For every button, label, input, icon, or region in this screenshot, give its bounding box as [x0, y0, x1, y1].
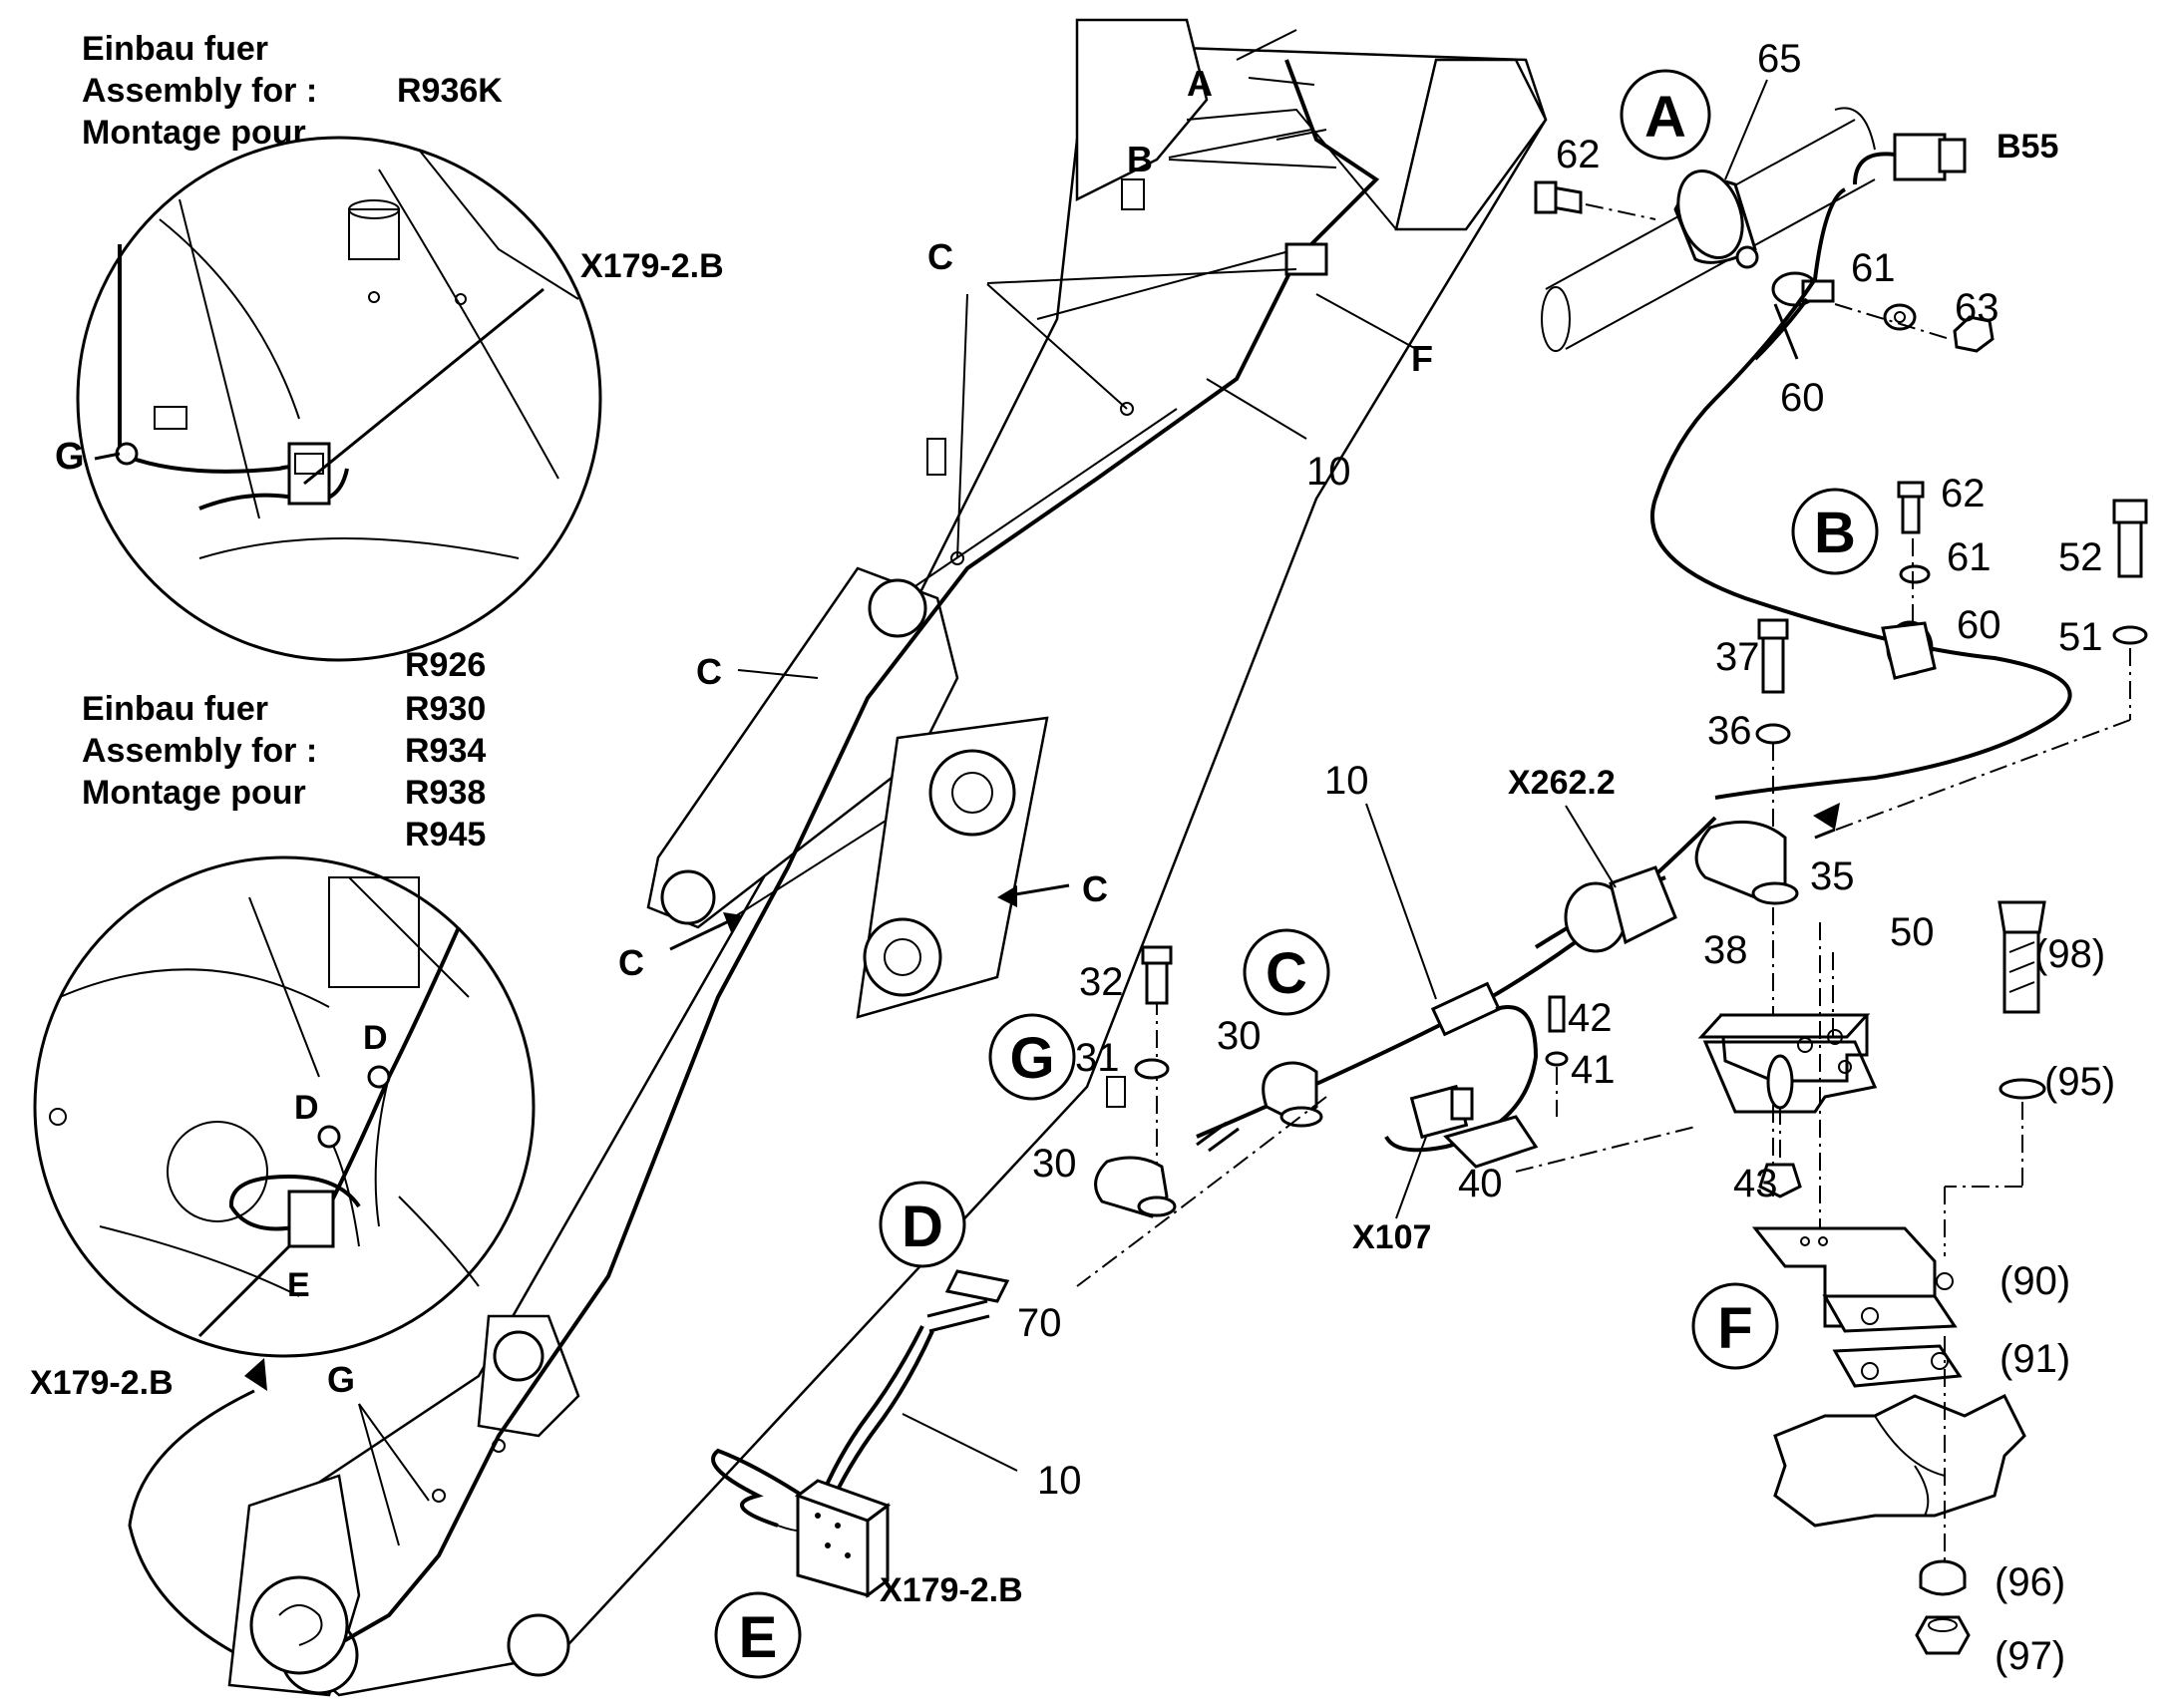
header-model-5: R945	[405, 816, 486, 854]
detail-letter-f: F	[1717, 1296, 1752, 1361]
part-32: 32	[1079, 960, 1124, 1004]
detail-circle-e	[714, 1591, 802, 1679]
part-98: (98)	[2034, 932, 2105, 976]
detail-circle-c	[1243, 928, 1330, 1016]
header-line-3: Montage pour	[82, 114, 306, 152]
part-62b: 62	[1941, 472, 1986, 515]
inset-label-d1: D	[363, 1019, 388, 1057]
boom-label-b: B	[1127, 139, 1153, 179]
detail-d-e	[711, 1269, 1018, 1598]
detail-letter-d: D	[902, 1195, 943, 1259]
boom-label-c3: C	[1082, 868, 1108, 909]
part-65: 65	[1757, 37, 1802, 81]
part-60a: 60	[1780, 376, 1825, 420]
part-90: (90)	[1999, 1259, 2070, 1303]
part-70: 70	[1017, 1301, 1062, 1345]
ref-x179-bottom: X179-2.B	[30, 1364, 174, 1402]
header-multi-line-3: Montage pour	[82, 774, 306, 812]
part-50: 50	[1890, 910, 1935, 954]
detail-circle-d	[879, 1181, 966, 1268]
header-model-1: R926	[405, 646, 486, 684]
detail-circle-g	[988, 1013, 1076, 1101]
boom-label-c4: C	[618, 942, 644, 983]
part-52: 52	[2058, 535, 2103, 579]
detail-letter-a: A	[1644, 85, 1686, 150]
part-62a: 62	[1556, 133, 1601, 176]
part-43: 43	[1733, 1162, 1778, 1205]
boom-label-f: F	[1411, 338, 1433, 379]
detail-circle-a	[1620, 69, 1711, 161]
header-r936k: Einbau fuer Assembly for : Montage pour …	[82, 30, 503, 152]
inset-label-g: G	[55, 436, 85, 478]
part-40: 40	[1458, 1162, 1503, 1205]
part-63: 63	[1955, 286, 1999, 330]
part-97: (97)	[1995, 1634, 2065, 1678]
ref-x179-top: X179-2.B	[580, 247, 724, 285]
header-line-1: Einbau fuer	[82, 30, 268, 68]
part-30a: 30	[1217, 1014, 1262, 1058]
part-96: (96)	[1995, 1560, 2065, 1604]
detail-f	[1751, 900, 2046, 1655]
inset-label-e: E	[287, 1266, 310, 1304]
part-51: 51	[2058, 615, 2103, 659]
ref-x179-e: X179-2.B	[880, 1571, 1023, 1609]
part-36: 36	[1707, 709, 1752, 753]
header-multi: Einbau fuer Assembly for : Montage pour …	[82, 646, 486, 854]
boom-callouts	[358, 77, 1417, 1546]
header-multi-line-2: Assembly for :	[82, 732, 317, 770]
detail-circle-f	[1691, 1282, 1779, 1370]
boom-label-c2: C	[696, 651, 722, 692]
part-37: 37	[1715, 635, 1760, 679]
part-42: 42	[1568, 996, 1613, 1040]
detail-circle-b	[1791, 488, 1879, 575]
part-35: 35	[1810, 854, 1855, 898]
part-10b: 10	[1037, 1459, 1082, 1503]
detail-letter-b: B	[1814, 501, 1856, 565]
inset-label-d2: D	[294, 1089, 319, 1127]
boom-label-g: G	[327, 1359, 355, 1400]
part-95: (95)	[2044, 1060, 2115, 1104]
inset-circle-top	[76, 136, 602, 662]
header-line-2: Assembly for :	[82, 72, 317, 110]
header-model-3: R934	[405, 732, 486, 770]
detail-letter-e: E	[739, 1605, 778, 1670]
header-multi-line-1: Einbau fuer	[82, 690, 268, 728]
boom-label-a: A	[1187, 63, 1213, 104]
part-61b: 61	[1947, 535, 1992, 579]
part-60b: 60	[1957, 603, 2001, 647]
inset-circle-bottom	[33, 855, 536, 1667]
ref-b55: B55	[1997, 128, 2058, 166]
detail-letter-c: C	[1266, 941, 1307, 1006]
part-38: 38	[1703, 928, 1748, 972]
part-91: (91)	[1999, 1337, 2070, 1381]
detail-c	[1076, 618, 1878, 1287]
header-model-4: R938	[405, 774, 486, 812]
detail-a	[1534, 107, 2072, 800]
ref-x107: X107	[1352, 1218, 1431, 1256]
part-30b: 30	[1032, 1142, 1077, 1186]
boom-label-10: 10	[1306, 450, 1351, 494]
detail-b	[1814, 481, 2148, 839]
ref-x262: X262.2	[1508, 764, 1616, 802]
part-10a: 10	[1324, 759, 1369, 803]
excavator-boom	[227, 18, 1548, 1697]
boom-label-c1: C	[927, 236, 953, 277]
part-61a: 61	[1851, 246, 1896, 290]
header-model: R936K	[397, 72, 503, 110]
detail-letter-g: G	[1009, 1026, 1054, 1091]
part-41: 41	[1571, 1048, 1616, 1092]
header-model-2: R930	[405, 690, 486, 728]
part-31: 31	[1075, 1036, 1120, 1080]
